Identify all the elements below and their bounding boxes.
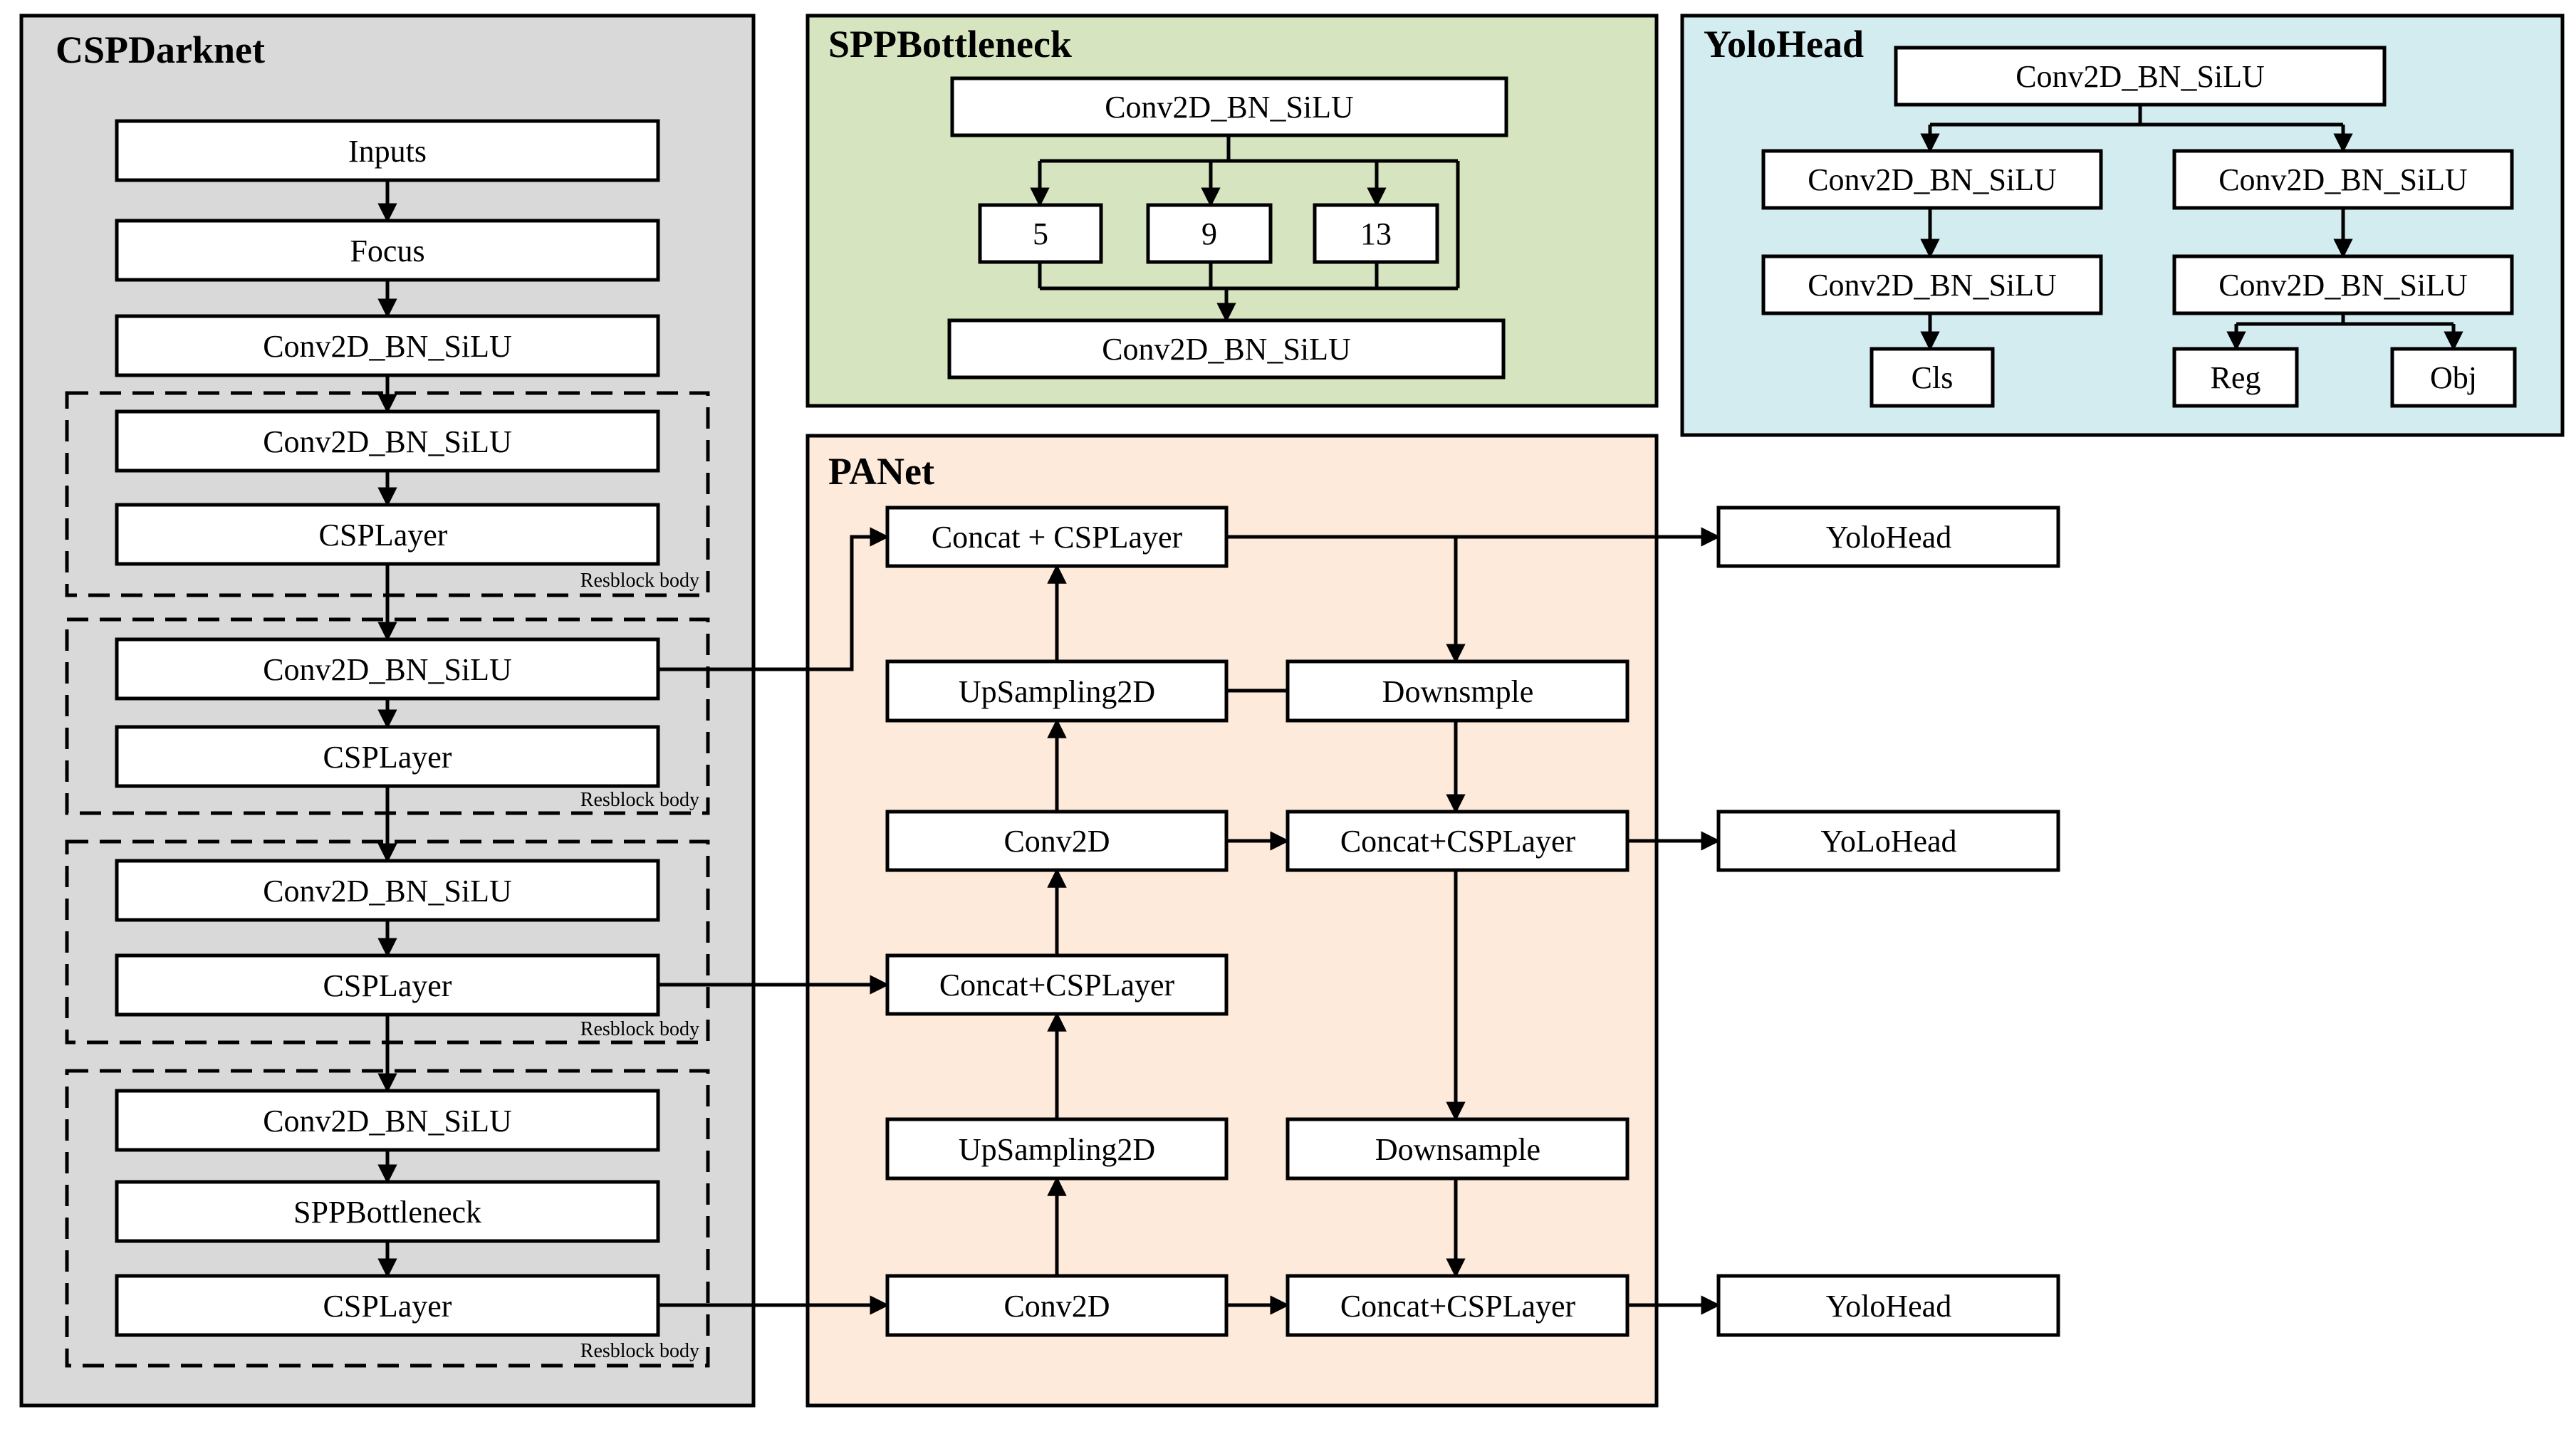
svg-text:CSPLayer: CSPLayer — [323, 968, 452, 1003]
panet-upsampling-2: UpSampling2D — [885, 1117, 1229, 1181]
yolohead-conv-right-1: Conv2D_BN_SiLU — [2172, 149, 2514, 210]
panet-conv2d-2: Conv2D — [885, 1274, 1229, 1337]
svg-text:9: 9 — [1201, 216, 1217, 251]
panet-downsample-2: Downsample — [1286, 1117, 1629, 1181]
svg-text:Conv2D_BN_SiLU: Conv2D_BN_SiLU — [263, 329, 512, 364]
output-yolohead-3: YoloHead — [1716, 1274, 2060, 1337]
yolohead-connectors — [1920, 105, 2463, 351]
svg-text:Conv2D_BN_SiLU: Conv2D_BN_SiLU — [2218, 268, 2468, 303]
svg-text:Concat + CSPLayer: Concat + CSPLayer — [932, 520, 1183, 555]
resblock-label-1: Resblock body — [580, 570, 699, 592]
yolohead-conv-top: Conv2D_BN_SiLU — [1894, 46, 2387, 107]
panet-upsampling-1: UpSampling2D — [885, 659, 1229, 723]
yolohead-conv-left-1: Conv2D_BN_SiLU — [1761, 149, 2103, 210]
node-block4-conv: Conv2D_BN_SiLU — [115, 1089, 660, 1152]
svg-text:Conv2D_BN_SiLU: Conv2D_BN_SiLU — [1105, 90, 1354, 125]
svg-text:Conv2D_BN_SiLU: Conv2D_BN_SiLU — [263, 652, 512, 687]
svg-text:Conv2D_BN_SiLU: Conv2D_BN_SiLU — [1808, 162, 2057, 197]
svg-text:Conv2D_BN_SiLU: Conv2D_BN_SiLU — [263, 1104, 512, 1139]
node-block2-csplayer: CSPLayer — [115, 725, 660, 788]
svg-text:UpSampling2D: UpSampling2D — [959, 1132, 1155, 1167]
node-block3-conv: Conv2D_BN_SiLU — [115, 859, 660, 922]
panet-title: PANet — [828, 450, 934, 493]
svg-text:CSPLayer: CSPLayer — [319, 518, 448, 553]
sppbottleneck-title: SPPBottleneck — [828, 23, 1072, 66]
svg-text:Conv2D_BN_SiLU: Conv2D_BN_SiLU — [263, 424, 512, 459]
panet-conv2d-1: Conv2D — [885, 810, 1229, 872]
node-block2-conv: Conv2D_BN_SiLU — [115, 637, 660, 701]
yolohead-cls: Cls — [1870, 347, 1995, 408]
svg-text:Concat+CSPLayer: Concat+CSPLayer — [1340, 1289, 1576, 1324]
svg-text:Concat+CSPLayer: Concat+CSPLayer — [1340, 824, 1576, 859]
svg-text:Focus: Focus — [350, 234, 424, 268]
resblock-group-4 — [65, 1069, 710, 1368]
svg-text:Conv2D_BN_SiLU: Conv2D_BN_SiLU — [1808, 268, 2057, 303]
cspdarknet-title: CSPDarknet — [56, 28, 265, 71]
node-block1-csplayer: CSPLayer — [115, 503, 660, 566]
svg-text:Cls: Cls — [1912, 360, 1954, 395]
output-yolohead-1: YoloHead — [1716, 506, 2060, 568]
resblock-label-3: Resblock body — [580, 1018, 699, 1040]
panet-concat-mid-left: Concat+CSPLayer — [885, 953, 1229, 1016]
svg-text:Conv2D_BN_SiLU: Conv2D_BN_SiLU — [263, 874, 512, 909]
node-block4-csplayer: CSPLayer — [115, 1274, 660, 1337]
svg-text:Reg: Reg — [2211, 360, 2261, 395]
svg-text:Conv2D_BN_SiLU: Conv2D_BN_SiLU — [2016, 59, 2265, 94]
panet-concat-mid-right: Concat+CSPLayer — [1286, 810, 1629, 872]
svg-text:5: 5 — [1033, 216, 1048, 251]
yolohead-obj: Obj — [2390, 347, 2517, 408]
spp-pool-5: 5 — [978, 203, 1103, 264]
spp-conv-bottom: Conv2D_BN_SiLU — [947, 318, 1506, 380]
yolohead-reg: Reg — [2172, 347, 2299, 408]
svg-text:UpSampling2D: UpSampling2D — [959, 674, 1155, 709]
spp-pool-13: 13 — [1313, 203, 1439, 264]
svg-text:Downsmple: Downsmple — [1382, 674, 1534, 709]
yolohead-conv-left-2: Conv2D_BN_SiLU — [1761, 254, 2103, 315]
panet-connectors — [658, 527, 1721, 1315]
node-block3-csplayer: CSPLayer — [115, 953, 660, 1017]
node-inputs: Inputs — [115, 119, 660, 182]
svg-text:CSPLayer: CSPLayer — [323, 740, 452, 775]
spp-connectors — [1030, 135, 1460, 323]
node-block1-conv: Conv2D_BN_SiLU — [115, 409, 660, 473]
panet-concat-top: Concat + CSPLayer — [885, 506, 1229, 568]
spp-conv-top: Conv2D_BN_SiLU — [950, 76, 1508, 137]
svg-text:YoLoHead: YoLoHead — [1820, 824, 1956, 859]
svg-text:13: 13 — [1360, 216, 1392, 251]
resblock-label-2: Resblock body — [580, 789, 699, 811]
svg-text:YoloHead: YoloHead — [1826, 520, 1951, 555]
svg-text:Obj: Obj — [2430, 360, 2477, 395]
svg-text:SPPBottleneck: SPPBottleneck — [293, 1195, 481, 1230]
svg-text:Conv2D: Conv2D — [1003, 1289, 1110, 1324]
node-focus: Focus — [115, 219, 660, 282]
svg-text:Concat+CSPLayer: Concat+CSPLayer — [939, 968, 1175, 1003]
panet-downsample-1: Downsmple — [1286, 659, 1629, 723]
svg-text:Conv2D_BN_SiLU: Conv2D_BN_SiLU — [1102, 332, 1351, 367]
resblock-label-4: Resblock body — [580, 1340, 699, 1362]
svg-text:Downsample: Downsample — [1375, 1132, 1540, 1167]
spp-pool-9: 9 — [1146, 203, 1273, 264]
node-stem-conv: Conv2D_BN_SiLU — [115, 314, 660, 377]
node-block4-sppbottleneck: SPPBottleneck — [115, 1180, 660, 1243]
svg-text:CSPLayer: CSPLayer — [323, 1289, 452, 1324]
output-yolohead-2: YoLoHead — [1716, 810, 2060, 872]
svg-text:YoloHead: YoloHead — [1826, 1289, 1951, 1324]
svg-text:Inputs: Inputs — [348, 134, 427, 169]
panet-panel — [805, 434, 1659, 1408]
yolohead-conv-right-2: Conv2D_BN_SiLU — [2172, 254, 2514, 315]
svg-text:Conv2D: Conv2D — [1003, 824, 1110, 859]
yolohead-title: YoloHead — [1704, 23, 1864, 66]
panet-concat-bottom: Concat+CSPLayer — [1286, 1274, 1629, 1337]
svg-text:Conv2D_BN_SiLU: Conv2D_BN_SiLU — [2218, 162, 2468, 197]
